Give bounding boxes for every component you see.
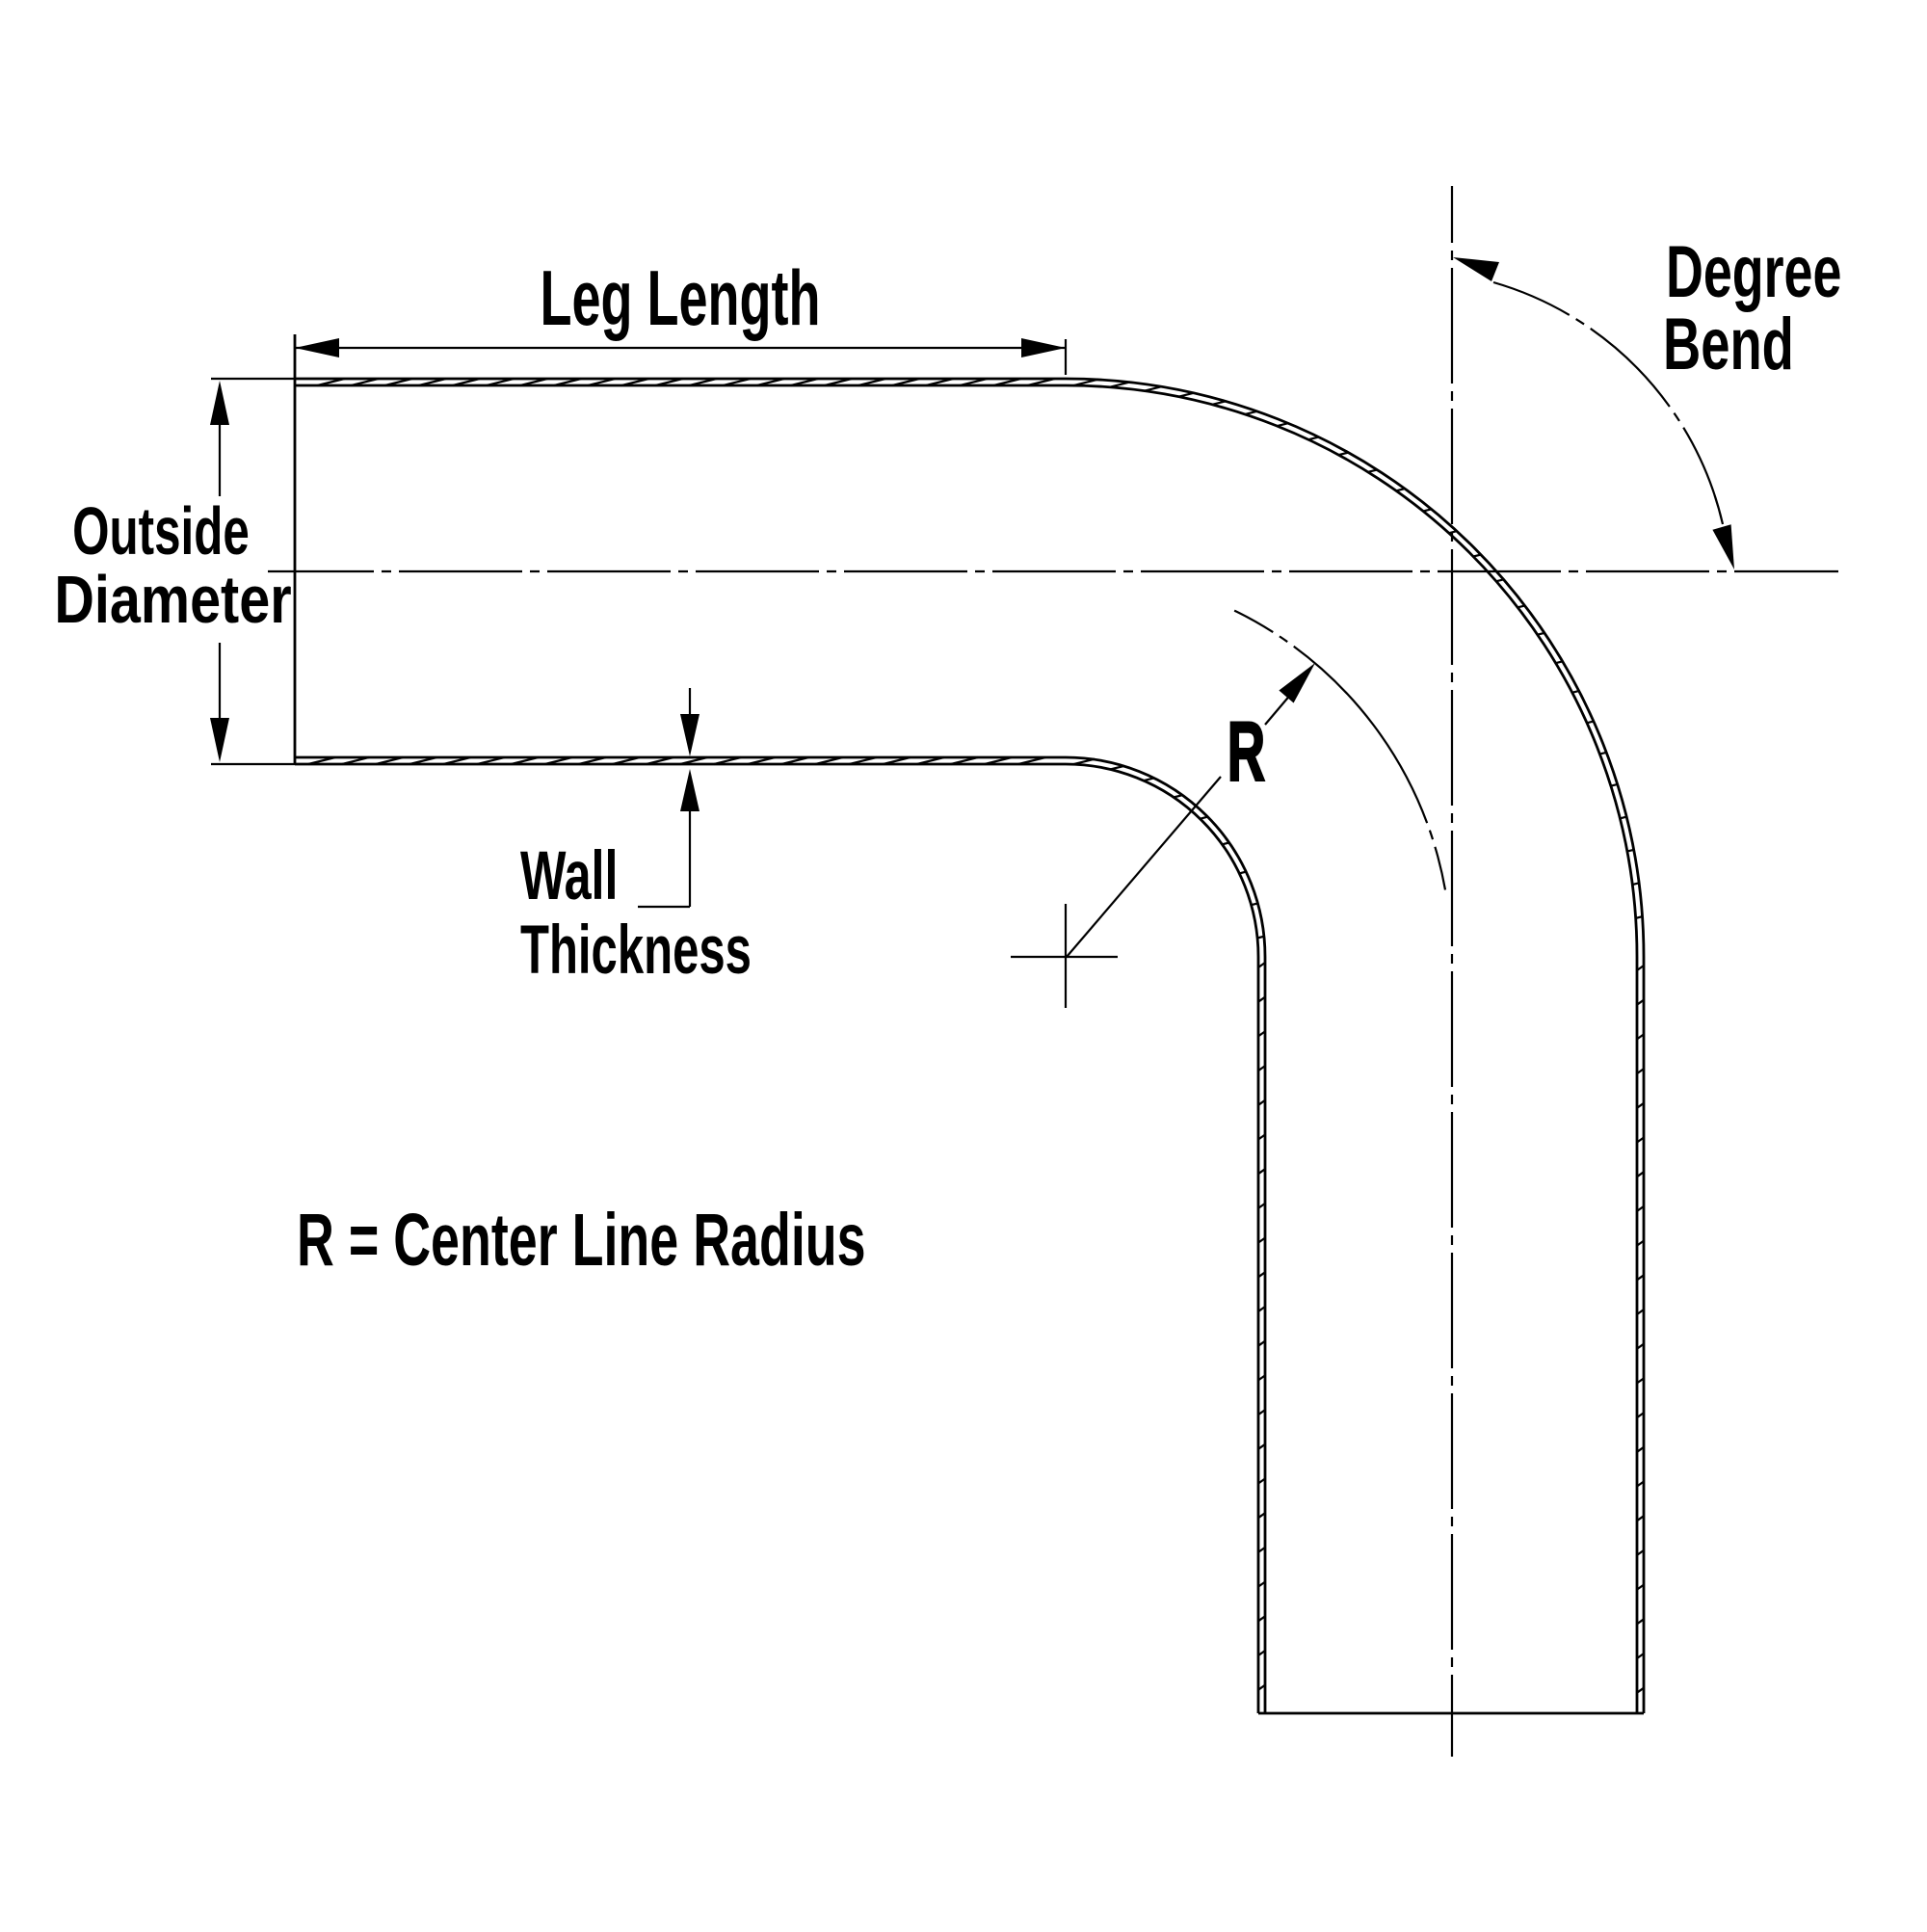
svg-text:Diameter: Diameter (54, 562, 291, 638)
svg-text:Thickness: Thickness (520, 912, 752, 988)
svg-text:Leg Length: Leg Length (540, 254, 820, 342)
svg-text:R: R (1227, 705, 1265, 799)
svg-text:Wall: Wall (520, 838, 618, 915)
svg-text:Degree: Degree (1666, 230, 1841, 312)
svg-text:R = Center Line Radius: R = Center Line Radius (297, 1200, 866, 1283)
svg-text:Bend: Bend (1663, 303, 1794, 384)
svg-text:Outside: Outside (72, 492, 250, 569)
